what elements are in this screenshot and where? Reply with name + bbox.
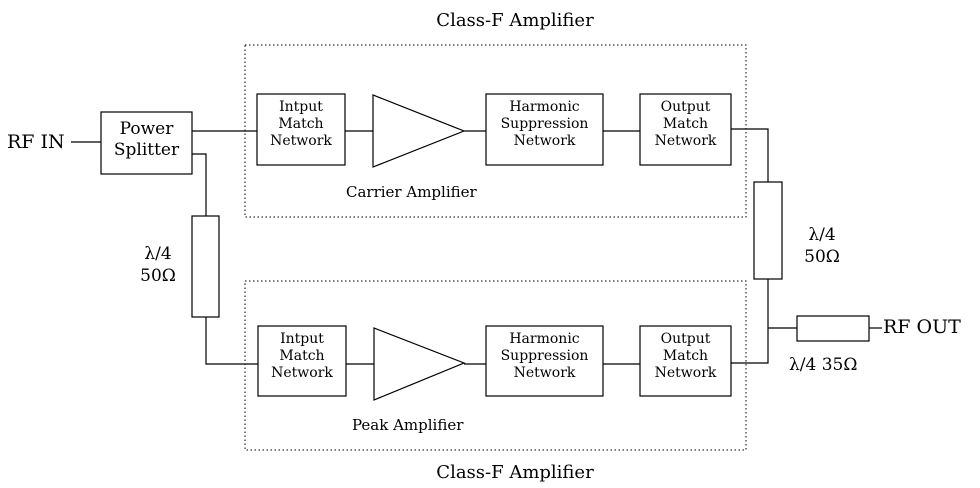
peak-input-match-label: Intput Match Network	[258, 331, 346, 382]
bottom-class-f-enclosure	[244, 280, 747, 451]
peak-amplifier-label: Peak Amplifier	[352, 416, 464, 434]
output-quarter-wave-line	[753, 181, 783, 280]
carrier-output-wire	[731, 128, 769, 182]
peak-harmonic-line-2: Suppression	[500, 348, 589, 365]
input-tline-impedance: 50Ω	[140, 266, 176, 287]
carrier-output-match-label: Output Match Network	[640, 99, 731, 150]
peak-output-match-line-1: Output	[660, 331, 711, 347]
power-splitter-line-2: Splitter	[113, 140, 180, 161]
rf-out-quarter-wave-line	[796, 315, 870, 342]
carrier-input-match-label: Intput Match Network	[257, 99, 345, 150]
rf-in-label: RF IN	[7, 131, 65, 153]
peak-output-match-line-2: Match	[662, 348, 709, 365]
input-tline-label: λ/4 50Ω	[128, 243, 188, 287]
peak-output-match-label: Output Match Network	[640, 331, 731, 382]
peak-input-match-line-3: Network	[271, 365, 333, 382]
peak-harmonic-label: Harmonic Suppression Network	[486, 331, 603, 382]
carrier-harmonic-line-2: Suppression	[500, 116, 589, 133]
carrier-output-match-line-1: Output	[660, 99, 711, 115]
bottom-class-f-title: Class-F Amplifier	[436, 462, 594, 483]
top-class-f-title: Class-F Amplifier	[436, 10, 594, 31]
rf-out-label: RF OUT	[883, 316, 961, 338]
carrier-harmonic-line-3: Network	[513, 133, 576, 150]
carrier-input-match-line-1: Intput	[279, 99, 323, 115]
tline-to-peak-wire	[205, 317, 258, 365]
carrier-harmonic-line-1: Harmonic	[509, 99, 580, 115]
carrier-harmonic-box	[485, 93, 604, 166]
splitter-to-tline-wire	[192, 153, 207, 216]
carrier-amplifier-triangle	[372, 94, 466, 168]
power-splitter-label: Power Splitter	[101, 119, 192, 162]
peak-output-match-line-3: Network	[654, 365, 717, 382]
peak-amplifier-triangle	[373, 327, 466, 401]
carrier-input-match-box	[256, 93, 346, 166]
carrier-harmonic-label: Harmonic Suppression Network	[486, 99, 603, 150]
carrier-input-match-line-3: Network	[270, 133, 332, 150]
power-splitter-line-1: Power	[119, 119, 174, 139]
peak-harmonic-line-1: Harmonic	[509, 331, 580, 347]
peak-output-match-box	[639, 325, 732, 397]
carrier-output-match-line-2: Match	[662, 116, 709, 133]
carrier-output-match-line-3: Network	[654, 133, 717, 150]
carrier-input-match-line-2: Match	[278, 116, 324, 133]
peak-input-match-line-1: Intput	[280, 331, 324, 347]
peak-input-match-box	[257, 325, 347, 397]
input-tline-wavelength: λ/4	[144, 244, 172, 264]
peak-input-match-line-2: Match	[279, 348, 325, 365]
peak-harmonic-line-3: Network	[513, 365, 576, 382]
output-tline-label: λ/4 50Ω	[792, 224, 852, 268]
combiner-wire	[731, 279, 769, 364]
carrier-amplifier-label: Carrier Amplifier	[346, 183, 477, 201]
peak-harmonic-box	[485, 325, 604, 397]
output-tline-wavelength: λ/4	[808, 225, 836, 245]
output-tline-impedance: 50Ω	[804, 247, 840, 268]
rf-out-tline-label: λ/4 35Ω	[789, 355, 858, 375]
power-splitter-box	[100, 111, 193, 175]
input-quarter-wave-line	[191, 215, 220, 318]
